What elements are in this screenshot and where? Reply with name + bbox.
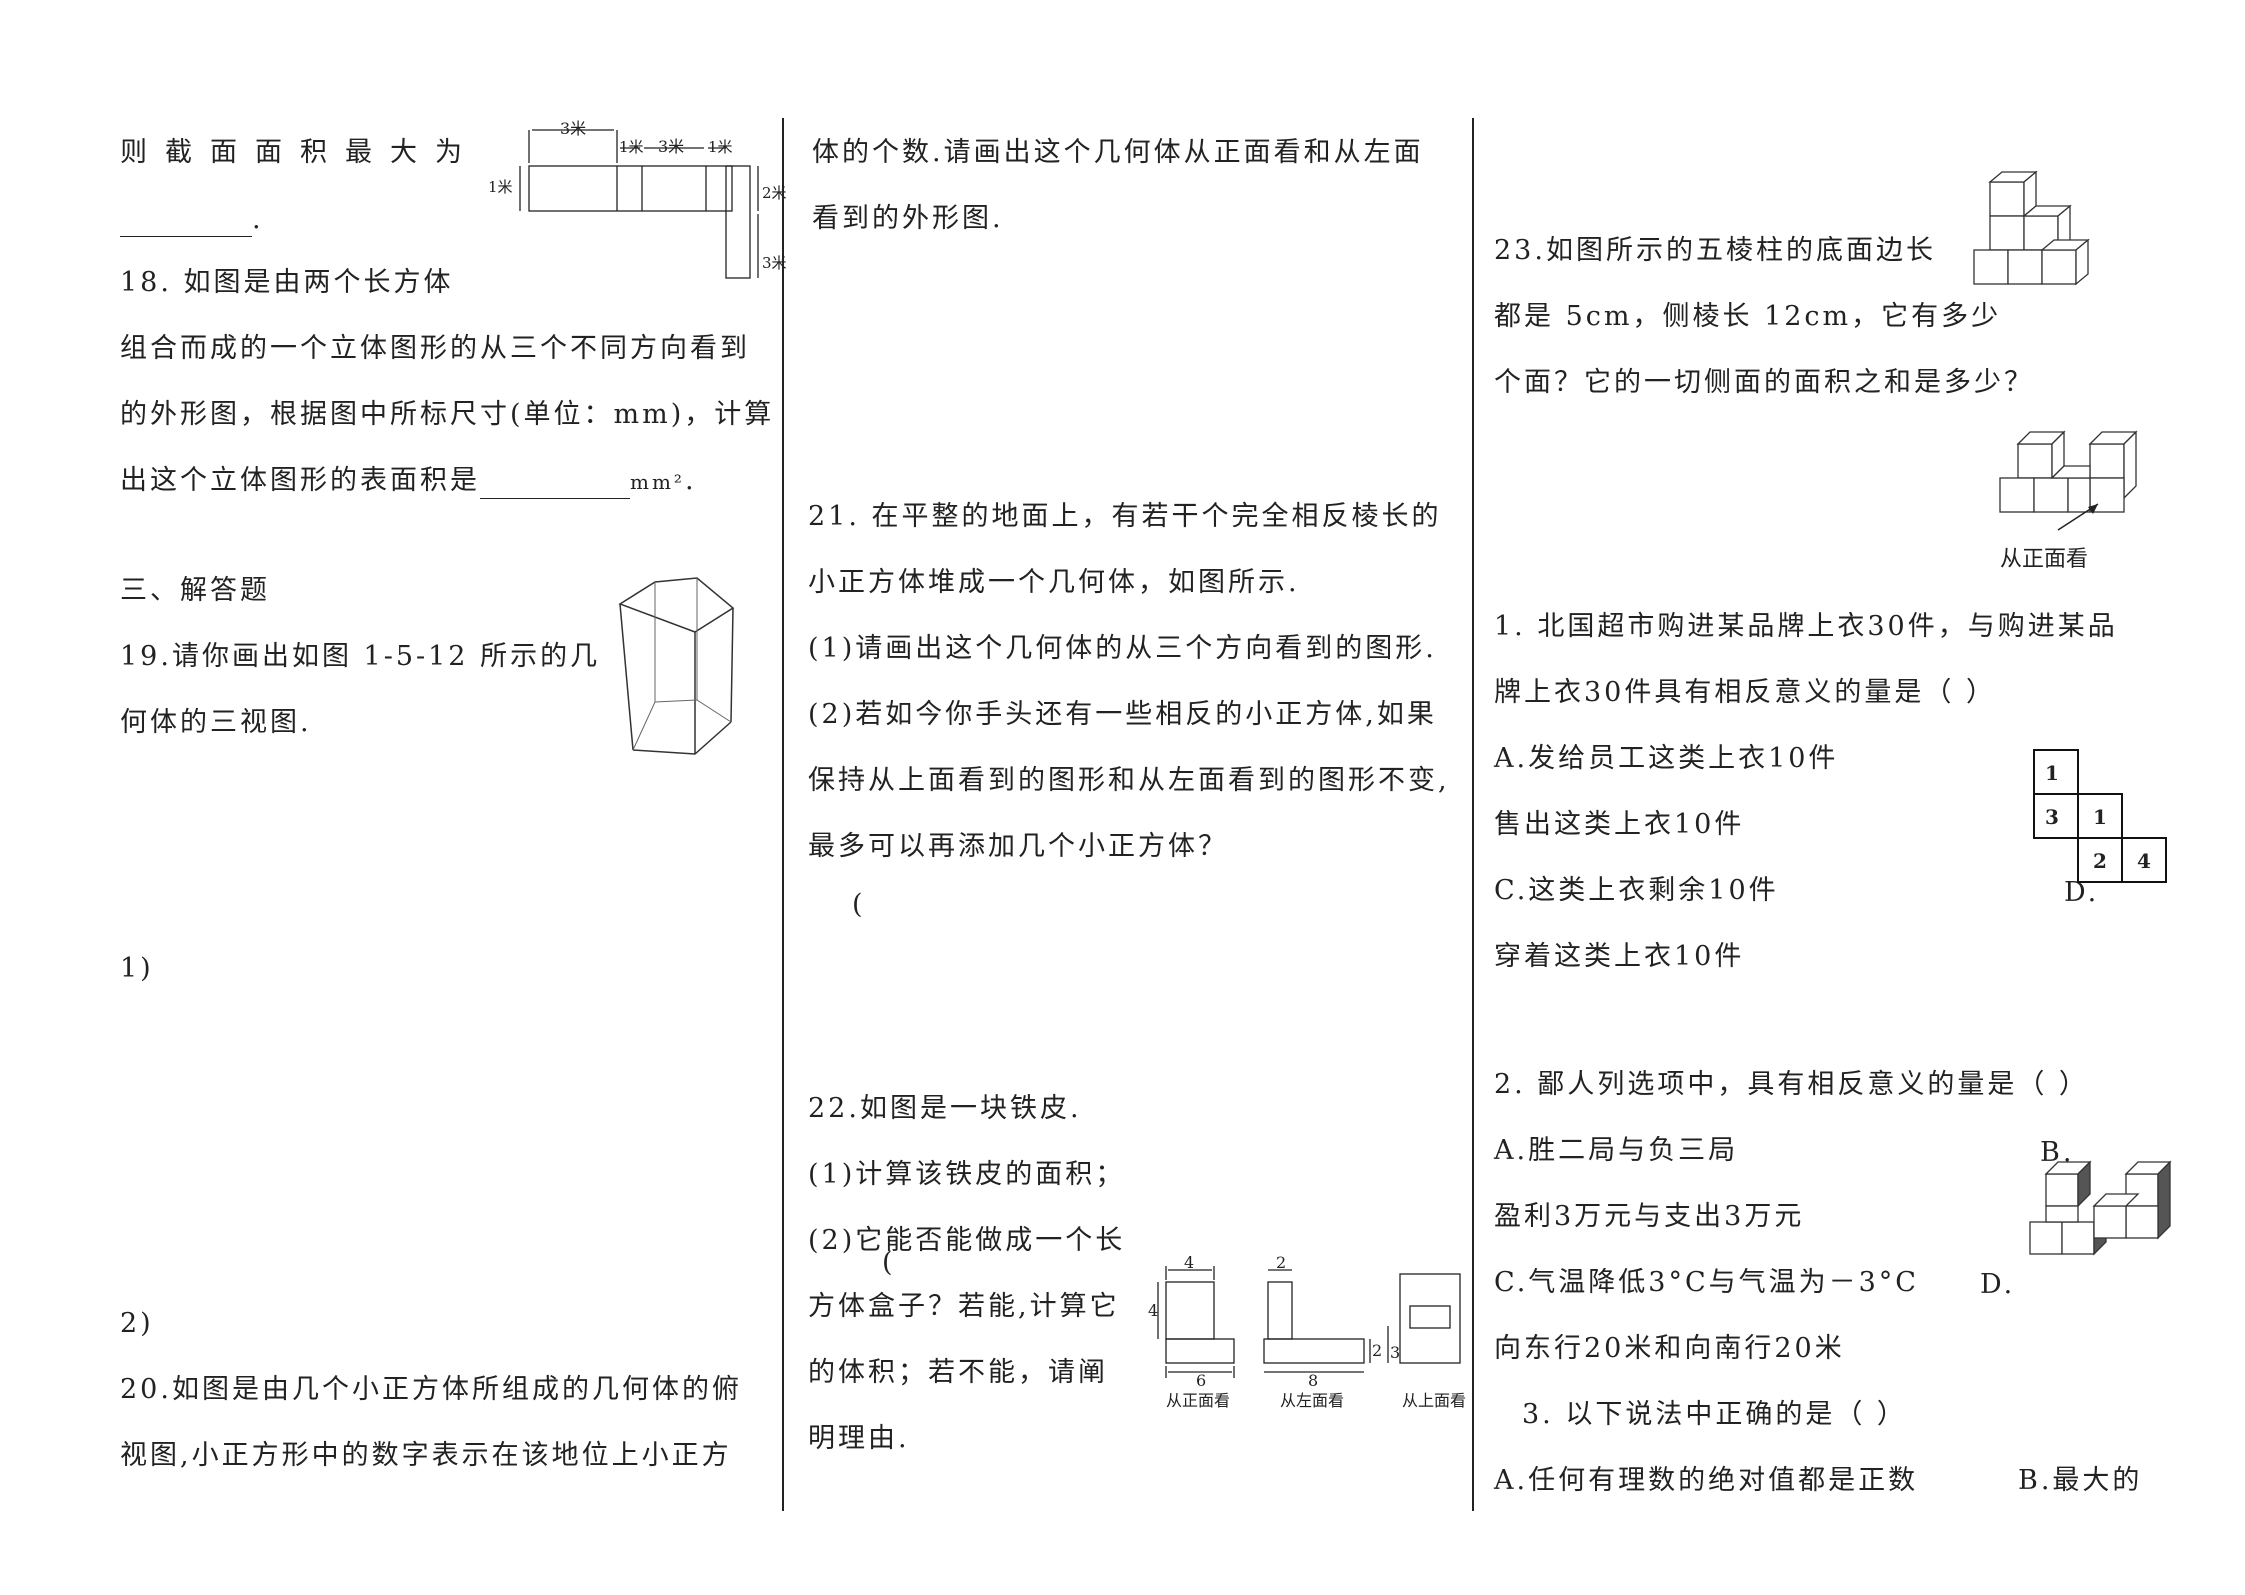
- q18-line3: 的外形图，根据图中所标尺寸(单位：mm)，计算: [120, 399, 775, 430]
- mc1-option-a: A.发给员工这类上衣10件: [1494, 743, 1839, 774]
- grid-cell-number: 3: [2045, 805, 2059, 829]
- q22-line3: (2)它能否能做成一个长: [808, 1225, 1126, 1256]
- front-bottom-dim: 6: [1196, 1371, 1206, 1390]
- q21-line4: (2)若如今你手头还有一些相反的小正方体,如果: [808, 699, 1437, 730]
- q18-line2: 组合而成的一个立体图形的从三个不同方向看到: [120, 333, 750, 364]
- cube-stack-figure-3: [2029, 1160, 2172, 1256]
- answer-mark-1: 1): [120, 953, 154, 984]
- column-divider-1: [782, 118, 784, 1511]
- mc2-line1: 2. 鄙人列选项中，具有相反意义的量是（ ）: [1494, 1069, 2089, 1100]
- dim-left-1m: 1米: [488, 178, 513, 196]
- front-view-caption: 从正面看: [2000, 547, 2088, 572]
- top-caption: 从上面看: [1402, 1391, 1466, 1410]
- q17-tail-text: 则截面面积最大为: [120, 137, 480, 168]
- mc1-line2: 牌上衣30件具有相反意义的量是（ ）: [1494, 677, 1996, 708]
- top-side-dim: 3: [1390, 1343, 1400, 1362]
- dim-right-2m: 2米: [762, 184, 787, 202]
- q23-line2: 都是 5cm，侧棱长 12cm，它有多少: [1494, 301, 2002, 332]
- q18-line1: 18. 如图是由两个长方体: [120, 267, 454, 298]
- dim-top-1m-b: 1米: [708, 138, 733, 156]
- grid-cell-number: 4: [2137, 849, 2151, 873]
- mc3-line1: 3. 以下说法中正确的是（ ）: [1522, 1399, 1907, 1430]
- q21-line3: (1)请画出这个几何体的从三个方向看到的图形.: [808, 633, 1437, 664]
- answer-blank: [120, 210, 252, 237]
- cube-stack-figure-2: 从正面看: [1999, 430, 2138, 572]
- answer-blank: [480, 472, 630, 499]
- q20-line4: 看到的外形图.: [812, 203, 1004, 234]
- stray-paren: (: [882, 1247, 896, 1278]
- grid-cell-number: 1: [2045, 761, 2059, 785]
- q17-cut-diagram: 3米 1米 3米 1米 1米 2米 3米: [488, 119, 787, 279]
- dim-top-3m-b: 3米: [658, 137, 684, 156]
- mc2-option-d-label: D.: [1980, 1269, 2016, 1300]
- grid-cell-number: 2: [2093, 849, 2107, 873]
- mc2-option-a: A.胜二局与负三局: [1494, 1135, 1739, 1166]
- left-side-dim: 2: [1372, 1341, 1382, 1360]
- cube-stack-figure-1: [1973, 170, 2090, 286]
- column-divider-2: [1472, 118, 1474, 1511]
- front-side-dim: 4: [1148, 1301, 1158, 1320]
- mc1-option-b: 售出这类上衣10件: [1494, 809, 1745, 840]
- answer-mark-2: 2): [120, 1308, 154, 1339]
- mc3-option-a: A.任何有理数的绝对值都是正数: [1494, 1465, 1919, 1496]
- pentagonal-prism-figure: [618, 577, 735, 755]
- q17-answer-line: .: [120, 203, 264, 237]
- top-view-number-grid: 1 3 1 2 4: [2033, 749, 2167, 883]
- q21-line6: 最多可以再添加几个小正方体？: [808, 831, 1228, 862]
- dim-top-3m: 3米: [560, 119, 586, 138]
- mc3-option-b: B.最大的: [2018, 1465, 2143, 1496]
- section-3-heading: 三、解答题: [120, 575, 270, 606]
- mc2-option-d: 向东行20米和向南行20米: [1494, 1333, 1845, 1364]
- q19-line1: 19.请你画出如图 1-5-12 所示的几: [120, 641, 601, 672]
- left-top-dim: 2: [1276, 1253, 1286, 1272]
- q23-line3: 个面？它的一切侧面的面积之和是多少？: [1494, 367, 2034, 398]
- q22-line5: 的体积；若不能，请阐: [808, 1357, 1108, 1388]
- front-caption: 从正面看: [1166, 1391, 1230, 1410]
- q20-line3: 体的个数.请画出这个几何体从正面看和从左面: [812, 137, 1424, 168]
- q22-line6: 明理由.: [808, 1423, 910, 1454]
- q22-line1: 22.如图是一块铁皮.: [808, 1093, 1082, 1124]
- q21-line5: 保持从上面看到的图形和从左面看到的图形不变,: [808, 765, 1450, 796]
- left-caption: 从左面看: [1280, 1391, 1344, 1410]
- left-bottom-dim: 8: [1308, 1371, 1318, 1390]
- q20-line2: 视图,小正方形中的数字表示在该地位上小正方: [120, 1440, 732, 1471]
- mc1-option-d: 穿着这类上衣10件: [1494, 941, 1745, 972]
- front-top-dim: 4: [1184, 1253, 1194, 1272]
- q19-line2: 何体的三视图.: [120, 707, 312, 738]
- mc2-option-c: C.气温降低3°C与气温为－3°C: [1494, 1267, 1919, 1298]
- mc1-line1: 1. 北国超市购进某品牌上衣30件，与购进某品: [1494, 611, 2118, 642]
- q22-line4: 方体盒子？若能,计算它: [808, 1291, 1120, 1322]
- mc1-option-c: C.这类上衣剩余10件: [1494, 875, 1779, 906]
- q20-line1: 20.如图是由几个小正方体所组成的几何体的俯: [120, 1374, 742, 1405]
- q23-line1: 23.如图所示的五棱柱的底面边长: [1494, 235, 1936, 266]
- dim-top-1m-a: 1米: [619, 138, 644, 156]
- q22-line2: (1)计算该铁皮的面积；: [808, 1159, 1126, 1190]
- q21-line1: 21. 在平整的地面上，有若干个完全相反棱长的: [808, 501, 1442, 532]
- stray-paren: (: [852, 889, 866, 920]
- q22-three-views-figure: 4 4 6 从正面看 2 2 8 从左面看 3 从上面看: [1148, 1253, 1466, 1410]
- mc2-option-b: 盈利3万元与支出3万元: [1494, 1201, 1805, 1232]
- grid-cell-number: 1: [2093, 805, 2107, 829]
- q21-line2: 小正方体堆成一个几何体，如图所示.: [808, 567, 1300, 598]
- dim-right-3m: 3米: [762, 254, 787, 272]
